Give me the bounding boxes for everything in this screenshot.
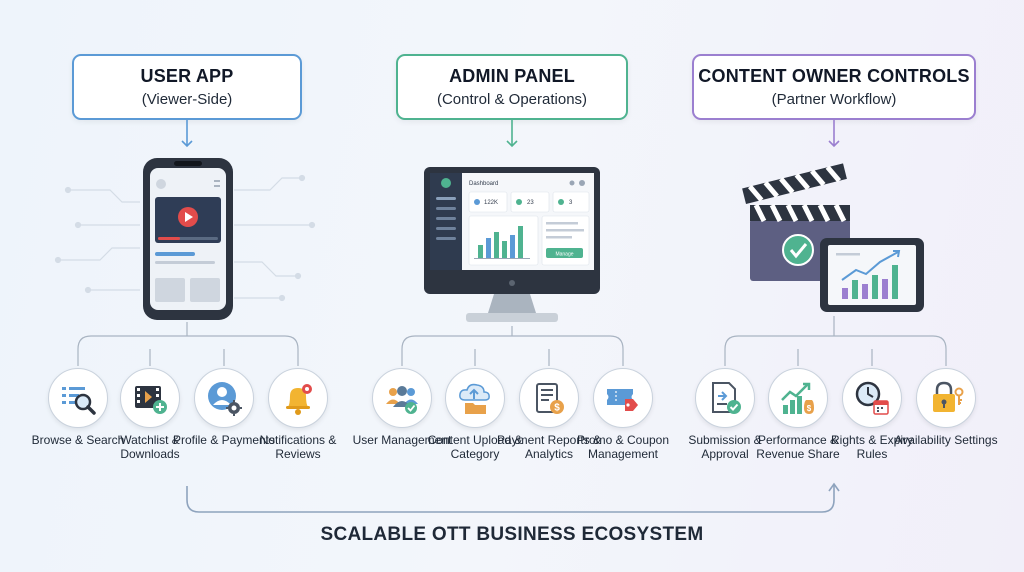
user-app-subtitle: (Viewer-Side) [141,91,233,108]
monitor-stat-3: 3 [569,200,573,206]
notifications-reviews-label: Notifications & Reviews [259,433,337,461]
header-down-arrows [181,120,840,148]
user-management-label: User Management [352,433,452,447]
notifications-reviews-item [268,368,328,428]
profile-payments-item [194,368,254,428]
browse-search-label: Browse & Search [31,433,125,447]
performance-revenue-share-item: $ [768,368,828,428]
clock-calendar-icon [855,381,889,415]
watchlist-downloads-item [120,368,180,428]
monitor-stat-2: 23 [527,200,534,206]
availability-settings-label: Availability Settings [894,433,998,447]
content-upload-category-item [445,368,505,428]
search-list-icon [62,387,96,415]
footer-arrow [186,482,840,513]
cloud-upload-folder-icon [459,383,490,414]
branch-connectors [77,316,947,366]
admin-panel-title: ADMIN PANEL [449,66,575,86]
admin-panel-subtitle: (Control & Operations) [436,91,588,108]
clapperboard-tablet-illustration [742,163,924,312]
circuit-decoration [54,174,316,302]
phone-illustration [143,158,233,320]
watchlist-downloads-label: Watchlist & Downloads [120,433,180,461]
monitor-stat-1: 122K [484,200,498,206]
user-app-title: USER APP [140,66,234,86]
bell-icon [286,384,312,415]
content-owner-subtitle: (Partner Workflow) [771,91,897,108]
user-app-header: USER APP (Viewer-Side) [72,54,302,120]
rights-expiry-rules-item [842,368,902,428]
report-dollar-icon: $ [536,383,564,414]
document-approve-icon [712,382,741,414]
footer-title: SCALABLE OTT BUSINESS ECOSYSTEM [320,524,704,545]
video-add-icon [135,386,167,414]
growth-money-icon: $ [781,382,814,414]
svg-text:$: $ [807,404,812,413]
monitor-manage-button: Manage [555,252,573,258]
rights-expiry-rules-label: Rights & Expiry Rules [830,433,914,461]
user-settings-icon [208,382,242,416]
content-owner-header: CONTENT OWNER CONTROLS (Partner Workflow… [692,54,976,120]
content-owner-title: CONTENT OWNER CONTROLS [698,66,970,86]
svg-text:$: $ [554,403,560,414]
promo-coupon-management-label: Promo & Coupon Management [576,433,670,461]
users-check-icon [386,386,418,414]
ticket-tag-icon [607,389,638,411]
payment-reports-analytics-label: Payment Reports & Analytics [496,433,602,461]
availability-settings-item [916,368,976,428]
submission-approval-label: Submission & Approval [688,433,762,461]
browse-search-item [48,368,108,428]
performance-revenue-share-label: Performance & Revenue Share [756,433,840,461]
monitor-dashboard-title: Dashboard [469,181,498,187]
user-management-item [372,368,432,428]
admin-panel-header: ADMIN PANEL (Control & Operations) [396,54,628,120]
profile-payments-label: Profile & Payments [172,433,276,447]
promo-coupon-management-item [593,368,653,428]
monitor-illustration: Dashboard 122K 23 3 Manage [424,167,600,322]
submission-approval-item [695,368,755,428]
lock-key-icon [933,381,964,412]
payment-reports-analytics-item: $ [519,368,579,428]
content-upload-category-label: Content Upload & Category [427,433,523,461]
